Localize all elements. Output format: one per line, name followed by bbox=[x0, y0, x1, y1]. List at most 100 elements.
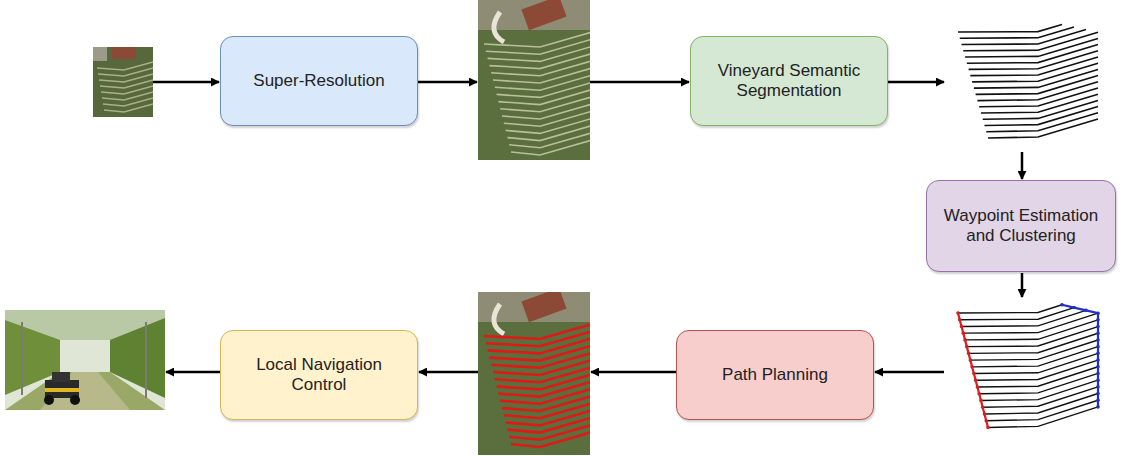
vine-row bbox=[100, 80, 153, 88]
waypoint-dot bbox=[974, 379, 978, 383]
vine-row bbox=[97, 62, 153, 70]
flow-arrow bbox=[166, 371, 220, 374]
waypoint-dot bbox=[1096, 352, 1100, 356]
waypoint-dot bbox=[956, 311, 960, 315]
vine-row bbox=[507, 126, 590, 141]
vine-row-line bbox=[970, 340, 1098, 360]
waypoint-dot bbox=[977, 392, 981, 396]
vine-row bbox=[104, 104, 153, 112]
end-waypoint-cluster bbox=[1062, 305, 1098, 407]
process-box: Super-Resolution bbox=[220, 36, 418, 126]
box-label: Path Planning bbox=[722, 365, 828, 385]
vine-row bbox=[500, 97, 590, 112]
waypoint-dot bbox=[1096, 392, 1100, 396]
vine-row-mask bbox=[984, 107, 1098, 126]
waypoint-dot bbox=[1096, 345, 1100, 349]
waypoint-dot bbox=[1096, 325, 1100, 329]
vine-row bbox=[507, 418, 590, 433]
vine-row-line bbox=[974, 353, 1098, 373]
waypoint-dot bbox=[967, 352, 971, 356]
process-box: Local Navigation Control bbox=[220, 330, 418, 420]
vine-row bbox=[102, 92, 153, 100]
start-waypoint-cluster bbox=[958, 313, 988, 427]
waypoint-dot bbox=[970, 365, 974, 369]
low-res-aerial-image bbox=[93, 47, 153, 117]
vine-row-mask bbox=[967, 45, 1098, 64]
waypoint-dot bbox=[1072, 306, 1076, 310]
super-resolved-aerial-image bbox=[478, 0, 590, 160]
vine-row-mask bbox=[965, 38, 1098, 57]
vine-row bbox=[504, 111, 590, 126]
vine-row bbox=[511, 140, 590, 155]
vine-row-mask bbox=[977, 82, 1098, 101]
vine-row-line bbox=[986, 400, 1098, 420]
flow-arrow bbox=[875, 371, 944, 374]
box-text-group: Super-Resolution bbox=[253, 71, 384, 91]
waypoint-dot bbox=[981, 405, 985, 409]
flow-arrow bbox=[418, 81, 477, 84]
vine-row-line bbox=[984, 394, 1098, 414]
vine-row bbox=[502, 104, 590, 119]
waypoint-dot bbox=[1096, 405, 1100, 409]
vine-row-mask bbox=[960, 27, 1074, 38]
waypoint-dot bbox=[1084, 309, 1088, 313]
vine-row bbox=[497, 82, 590, 97]
vine-row-mask bbox=[983, 100, 1098, 119]
box-text-group: Path Planning bbox=[722, 365, 828, 385]
vine-row bbox=[101, 86, 153, 94]
waypoint-dot bbox=[1060, 303, 1064, 307]
vine-row-mask bbox=[972, 63, 1098, 82]
vine-row bbox=[495, 75, 590, 90]
vine-row bbox=[103, 98, 153, 106]
waypoint-dot bbox=[976, 385, 980, 389]
waypoint-image bbox=[956, 303, 1100, 429]
box-text-group: Local Navigation Control bbox=[229, 355, 409, 396]
waypoint-dot bbox=[1096, 318, 1100, 322]
vine-row-mask bbox=[981, 94, 1098, 113]
waypoint-dot bbox=[1096, 365, 1100, 369]
flow-arrow bbox=[590, 81, 689, 84]
waypoint-dot bbox=[1096, 385, 1100, 389]
vine-row bbox=[99, 74, 153, 82]
waypoint-dot bbox=[972, 372, 976, 376]
process-box: Waypoint Estimation and Clustering bbox=[926, 180, 1116, 272]
vine-row-line bbox=[969, 333, 1098, 353]
vine-row-line bbox=[960, 308, 1074, 320]
vine-row-mask bbox=[958, 24, 1062, 32]
vine-row bbox=[511, 432, 590, 447]
waypoint-dot bbox=[961, 331, 965, 335]
vine-row-line bbox=[965, 320, 1098, 340]
flow-arrow bbox=[1021, 152, 1024, 179]
waypoint-dot bbox=[969, 358, 973, 362]
vine-row-mask bbox=[970, 57, 1098, 76]
vine-row-mask bbox=[963, 32, 1098, 51]
vine-row-mask bbox=[969, 51, 1098, 70]
vine-row bbox=[509, 425, 590, 440]
vine-row bbox=[98, 68, 153, 76]
waypoint-dot bbox=[983, 412, 987, 416]
vine-row-line bbox=[963, 313, 1098, 333]
box-label: Vineyard Semantic Segmentation bbox=[699, 61, 879, 102]
vine-row bbox=[506, 118, 590, 133]
waypoint-dot bbox=[960, 325, 964, 329]
waypoint-dot bbox=[984, 419, 988, 423]
waypoint-dot bbox=[1096, 311, 1100, 315]
vine-row-mask bbox=[976, 76, 1098, 95]
waypoint-dot bbox=[1096, 378, 1100, 382]
waypoint-dot bbox=[965, 345, 969, 349]
box-label: Waypoint Estimation and Clustering bbox=[935, 206, 1107, 247]
box-label: Local Navigation Control bbox=[229, 355, 409, 396]
box-text-group: Vineyard Semantic Segmentation bbox=[699, 61, 879, 102]
vine-row-line bbox=[981, 380, 1098, 400]
flow-arrow bbox=[1021, 273, 1024, 297]
flow-arrow bbox=[419, 371, 478, 374]
vine-row-line bbox=[988, 407, 1098, 428]
waypoint-dot bbox=[1096, 398, 1100, 402]
waypoint-dot bbox=[958, 318, 962, 322]
vine-row-mask bbox=[979, 88, 1098, 107]
waypoint-dot bbox=[986, 426, 990, 430]
segmentation-mask-image bbox=[958, 24, 1098, 138]
vine-row bbox=[498, 90, 590, 105]
process-box: Path Planning bbox=[676, 330, 874, 420]
planned-path-aerial-image bbox=[478, 292, 590, 455]
